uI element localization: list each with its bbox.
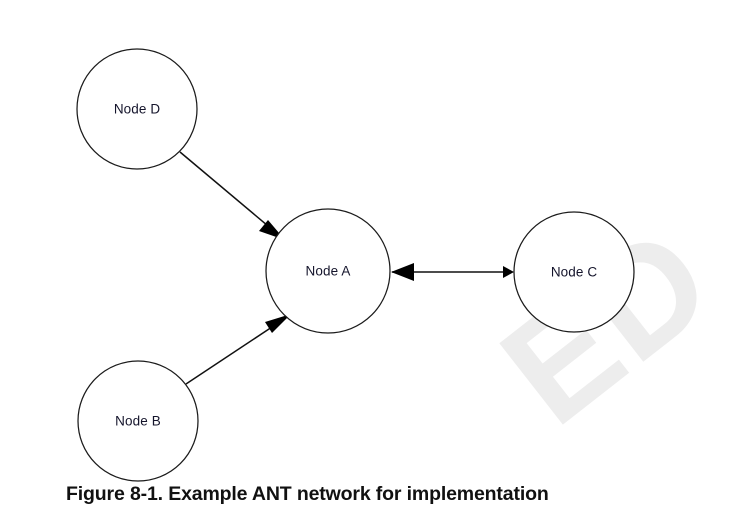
node-b-circle[interactable] bbox=[77, 360, 199, 482]
node-d[interactable]: Node D bbox=[76, 48, 198, 170]
edge-d-to-a-line bbox=[179, 151, 275, 232]
node-b-label: Node B bbox=[115, 414, 161, 429]
node-b[interactable]: Node B bbox=[77, 360, 199, 482]
node-c-label: Node C bbox=[551, 265, 598, 280]
node-c-circle[interactable] bbox=[513, 211, 635, 333]
node-d-label: Node D bbox=[114, 102, 161, 117]
node-a-circle[interactable] bbox=[265, 208, 391, 334]
edge-a-to-c bbox=[391, 263, 514, 281]
edge-b-to-a-arrowhead-icon bbox=[265, 314, 291, 333]
edge-a-to-c-arrowhead-right-icon bbox=[503, 266, 514, 278]
node-a-label: Node A bbox=[306, 264, 351, 279]
edge-d-to-a bbox=[179, 151, 285, 240]
node-a[interactable]: Node A bbox=[265, 208, 391, 334]
edge-b-to-a bbox=[185, 314, 291, 385]
edge-a-to-c-arrowhead-left-icon bbox=[391, 263, 414, 281]
node-d-circle[interactable] bbox=[76, 48, 198, 170]
edge-b-to-a-line bbox=[185, 322, 279, 385]
node-c[interactable]: Node C bbox=[513, 211, 635, 333]
figure-caption: Figure 8-1. Example ANT network for impl… bbox=[66, 483, 549, 505]
